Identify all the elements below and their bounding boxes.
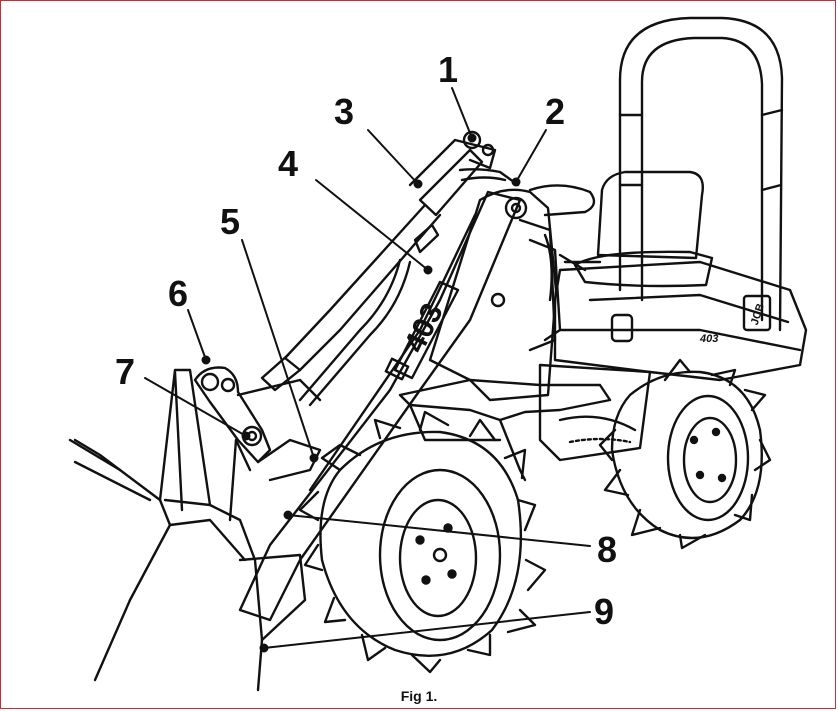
callout-1: 1 — [438, 49, 458, 90]
jcb-badge: JCB — [742, 294, 772, 332]
leader-lines — [144, 87, 591, 653]
body-model-label: 403 — [699, 333, 718, 345]
tilt-linkage — [193, 366, 322, 482]
figure-caption: Fig 1. — [400, 688, 438, 704]
callout-4: 4 — [278, 143, 298, 184]
callout-9: 9 — [594, 591, 614, 632]
callout-8: 8 — [597, 529, 617, 570]
callout-6: 6 — [168, 273, 188, 314]
controls — [518, 184, 602, 352]
callout-numbers: 1 2 3 4 5 6 7 8 9 — [115, 49, 617, 632]
bucket — [68, 368, 307, 692]
lower-frame — [398, 378, 612, 482]
callout-3: 3 — [334, 91, 354, 132]
rear-wheel — [598, 358, 772, 550]
callout-2: 2 — [545, 91, 565, 132]
front-wheel — [298, 410, 547, 674]
hydraulic-cylinder — [260, 130, 520, 407]
body-chassis — [538, 260, 808, 462]
roll-bar — [618, 16, 784, 332]
callout-7: 7 — [115, 351, 135, 392]
callout-5: 5 — [220, 201, 240, 242]
seat — [573, 170, 714, 288]
